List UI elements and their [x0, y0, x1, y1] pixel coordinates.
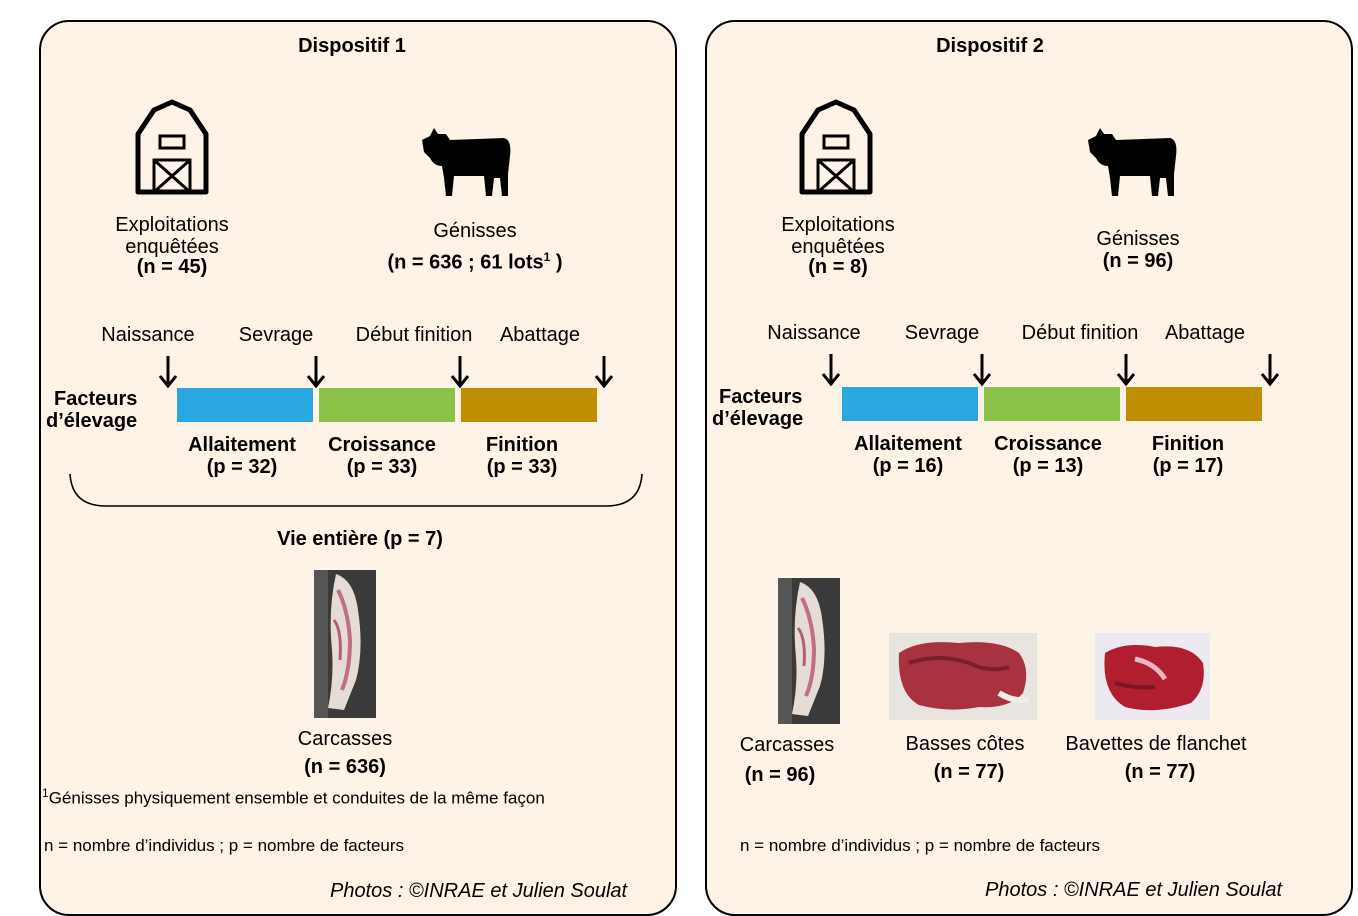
exploitations-label-l2: enquêtées [125, 236, 219, 258]
bavette-photo [1095, 633, 1210, 720]
phase-bar-croissance [319, 388, 455, 422]
down-arrow-icon [594, 356, 614, 388]
exploitations-label-l1: Exploitations [781, 214, 895, 236]
phase-allaitement-name: Allaitement [854, 433, 962, 455]
phase-croissance-name: Croissance [328, 434, 436, 456]
photo-credit: Photos : ©INRAE et Julien Soulat [985, 879, 1283, 901]
exploitations-label-l1: Exploitations [115, 214, 229, 236]
product-carcasses-label: Carcasses [739, 734, 835, 756]
phase-finition-name: Finition [1151, 433, 1225, 455]
phase-bar-finition [1126, 387, 1262, 421]
exploitations-count: (n = 8) [808, 256, 868, 278]
facteurs-label-l2: d’élevage [712, 408, 804, 430]
stage-abattage: Abattage [1164, 322, 1246, 344]
down-arrow-icon [158, 356, 178, 388]
phase-croissance-p: (p = 33) [346, 456, 418, 478]
stage-debut-finition: Début finition [355, 324, 473, 346]
phase-allaitement-p: (p = 32) [206, 456, 278, 478]
phase-allaitement-p: (p = 16) [872, 455, 944, 477]
genisses-label: Génisses [433, 220, 517, 242]
stage-sevrage: Sevrage [904, 322, 980, 344]
exploitations-count: (n = 45) [136, 256, 208, 278]
carcass-photo [778, 578, 840, 724]
stage-debut-finition: Début finition [1021, 322, 1139, 344]
dispositif-1-panel [39, 20, 677, 916]
genisses-label: Génisses [1096, 228, 1180, 250]
genisses-count: (n = 636 ; 61 lots1 ) [387, 250, 563, 274]
carcasses-count: (n = 636) [304, 756, 386, 778]
footnote-marker: 1 [543, 250, 551, 264]
phase-finition-name: Finition [485, 434, 559, 456]
down-arrow-icon [1116, 354, 1136, 386]
barn-icon [135, 99, 209, 195]
facteurs-label-l1: Facteurs [54, 388, 138, 410]
down-arrow-icon [450, 356, 470, 388]
facteurs-label-l2: d’élevage [46, 410, 138, 432]
phase-bar-finition [461, 388, 597, 422]
down-arrow-icon [821, 354, 841, 386]
phase-bar-allaitement [177, 388, 313, 422]
down-arrow-icon [1260, 354, 1280, 386]
brace-icon [69, 473, 643, 507]
phase-bar-croissance [984, 387, 1120, 421]
phase-croissance-name: Croissance [994, 433, 1102, 455]
stage-sevrage: Sevrage [238, 324, 314, 346]
down-arrow-icon [972, 354, 992, 386]
down-arrow-icon [306, 356, 326, 388]
cow-icon [422, 128, 511, 196]
product-basses-cotes-count: (n = 77) [933, 761, 1005, 783]
carcasses-label: Carcasses [297, 728, 393, 750]
phase-allaitement-name: Allaitement [188, 434, 296, 456]
product-bavettes-count: (n = 77) [1124, 761, 1196, 783]
panel2-title: Dispositif 2 [936, 35, 1044, 57]
product-carcasses-count: (n = 96) [744, 764, 816, 786]
barn-icon [799, 99, 873, 195]
basses-cotes-photo [889, 633, 1037, 720]
exploitations-label-l2: enquêtées [791, 236, 885, 258]
panel1-title: Dispositif 1 [298, 35, 406, 57]
product-bavettes-label: Bavettes de flanchet [1065, 733, 1247, 755]
product-basses-cotes-label: Basses côtes [905, 733, 1025, 755]
photo-credit: Photos : ©INRAE et Julien Soulat [330, 880, 628, 902]
phase-bar-allaitement [842, 387, 978, 421]
legend-text: n = nombre d’individus ; p = nombre de f… [44, 836, 405, 855]
cow-icon [1088, 128, 1177, 196]
stage-naissance: Naissance [101, 324, 195, 346]
phase-finition-p: (p = 17) [1152, 455, 1224, 477]
facteurs-label-l1: Facteurs [719, 386, 803, 408]
stage-naissance: Naissance [767, 322, 861, 344]
footnote: 1Génisses physiquement ensemble et condu… [42, 786, 545, 808]
phase-finition-p: (p = 33) [486, 456, 558, 478]
stage-abattage: Abattage [499, 324, 581, 346]
phase-croissance-p: (p = 13) [1012, 455, 1084, 477]
vie-entiere-label: Vie entière (p = 7) [277, 528, 443, 550]
legend-text: n = nombre d’individus ; p = nombre de f… [740, 836, 1101, 855]
carcass-photo [314, 570, 376, 718]
genisses-count: (n = 96) [1102, 250, 1174, 272]
dispositif-2-panel [705, 20, 1353, 916]
